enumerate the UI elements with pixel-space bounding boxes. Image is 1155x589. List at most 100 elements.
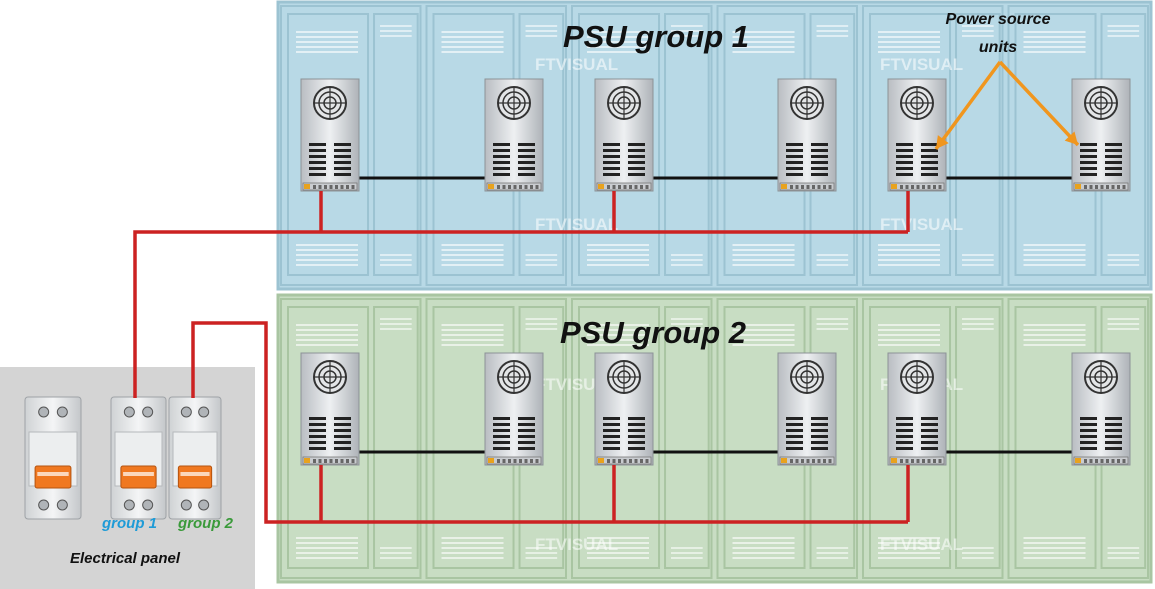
cabinet-door [287, 306, 370, 569]
psu-vent [603, 423, 620, 426]
cabinet-unit [1007, 298, 1149, 579]
cabinet-wall-group-2 [276, 293, 1153, 584]
breaker-1-label: group 1 [101, 515, 157, 532]
group-1-title: PSU group 1 [563, 19, 749, 54]
cabinet-side-panel [373, 306, 419, 569]
terminal-screw [1100, 185, 1104, 189]
terminal-screw [933, 459, 936, 463]
terminal-screw [933, 185, 936, 189]
terminal-screw [313, 185, 316, 189]
watermark-text: FTVISUAL [880, 55, 963, 74]
terminal-marker [304, 184, 310, 189]
psu-vent [309, 149, 326, 152]
psu-vent [493, 447, 510, 450]
psu-vent [811, 423, 828, 426]
terminal-screw [318, 185, 322, 189]
terminal-screw [634, 185, 638, 189]
annotation-arrows [934, 60, 1080, 151]
terminal-screw [497, 459, 500, 463]
terminal-screw [607, 459, 610, 463]
psu-vent [1105, 161, 1122, 164]
terminal-screw [905, 185, 909, 189]
circuit-breaker-icon [24, 396, 82, 520]
terminal-screw [313, 459, 316, 463]
psu-annotation: Power source units [934, 11, 1080, 151]
psu-vent [309, 417, 326, 420]
terminal-screw [340, 459, 344, 463]
psu-vent [1105, 155, 1122, 158]
psu-vent [628, 155, 645, 158]
breaker-2-label: group 2 [177, 515, 234, 532]
psu-vent [896, 435, 913, 438]
psu-vent [921, 435, 938, 438]
psu-vent [786, 143, 803, 146]
terminal-marker [598, 458, 604, 463]
terminal-screw [535, 185, 539, 189]
panel-label: Electrical panel [70, 550, 181, 567]
psu-vent [1080, 143, 1097, 146]
psu-vent [786, 149, 803, 152]
psu-vent [921, 441, 938, 444]
watermark-text: FTVISUAL [535, 55, 618, 74]
breaker-screw [142, 499, 154, 511]
psu-vent [1080, 173, 1097, 176]
terminal-screw [645, 459, 649, 463]
terminal-screw [513, 185, 517, 189]
ac-cable-group-2 [191, 321, 908, 524]
psu-vent [1080, 149, 1097, 152]
psu-vent [493, 149, 510, 152]
terminal-marker [891, 184, 897, 189]
psu-vent [786, 167, 803, 170]
psu-vent [921, 143, 938, 146]
psu-vent [518, 435, 535, 438]
terminal-screw [1084, 459, 1087, 463]
terminal-screw [497, 185, 500, 189]
breaker-screw [198, 499, 210, 511]
power-supply-unit-icon [887, 352, 947, 466]
psu-vent [603, 161, 620, 164]
cabinet-frame [862, 5, 1004, 286]
psu-vent [1105, 173, 1122, 176]
power-supply-unit-icon [594, 78, 654, 192]
cabinet-wall-group-1 [276, 0, 1153, 291]
psu-vent [309, 429, 326, 432]
psu-vent [896, 155, 913, 158]
terminal-screw [1106, 459, 1109, 463]
psu-vent [334, 441, 351, 444]
breaker-screw [38, 499, 50, 511]
psu-vent [334, 149, 351, 152]
psu-vent [921, 429, 938, 432]
terminal-screw [927, 185, 931, 189]
terminal-marker [891, 458, 897, 463]
psu-vent [811, 161, 828, 164]
psu-vent [1080, 155, 1097, 158]
psu-vent [786, 441, 803, 444]
breaker-screw [38, 406, 50, 418]
psu-vent [493, 161, 510, 164]
terminal-screw [351, 185, 355, 189]
terminal-marker [488, 458, 494, 463]
group-2-title: PSU group 2 [560, 315, 746, 350]
terminal-marker [488, 184, 494, 189]
psu-vent [309, 435, 326, 438]
ac-cable-group-1 [133, 230, 908, 398]
terminal-screw [645, 185, 649, 189]
terminal-screw [346, 459, 349, 463]
psu-vent [603, 143, 620, 146]
terminal-screw [1111, 185, 1115, 189]
cabinet-frame [425, 298, 567, 579]
terminal-screw [938, 459, 942, 463]
psu-vent [1080, 417, 1097, 420]
psu-vent [493, 429, 510, 432]
psu-vent [786, 161, 803, 164]
power-supply-unit-icon [594, 352, 654, 466]
psu-vent [811, 173, 828, 176]
terminal-screw [1117, 185, 1120, 189]
terminal-screw [823, 185, 826, 189]
psu-vent [896, 167, 913, 170]
arrow-shaft [934, 60, 1002, 151]
psu-vent [1105, 423, 1122, 426]
watermark-text: FTVISUAL [535, 215, 618, 234]
watermark-text: FTVISUAL [535, 535, 618, 554]
terminal-marker [781, 458, 787, 463]
